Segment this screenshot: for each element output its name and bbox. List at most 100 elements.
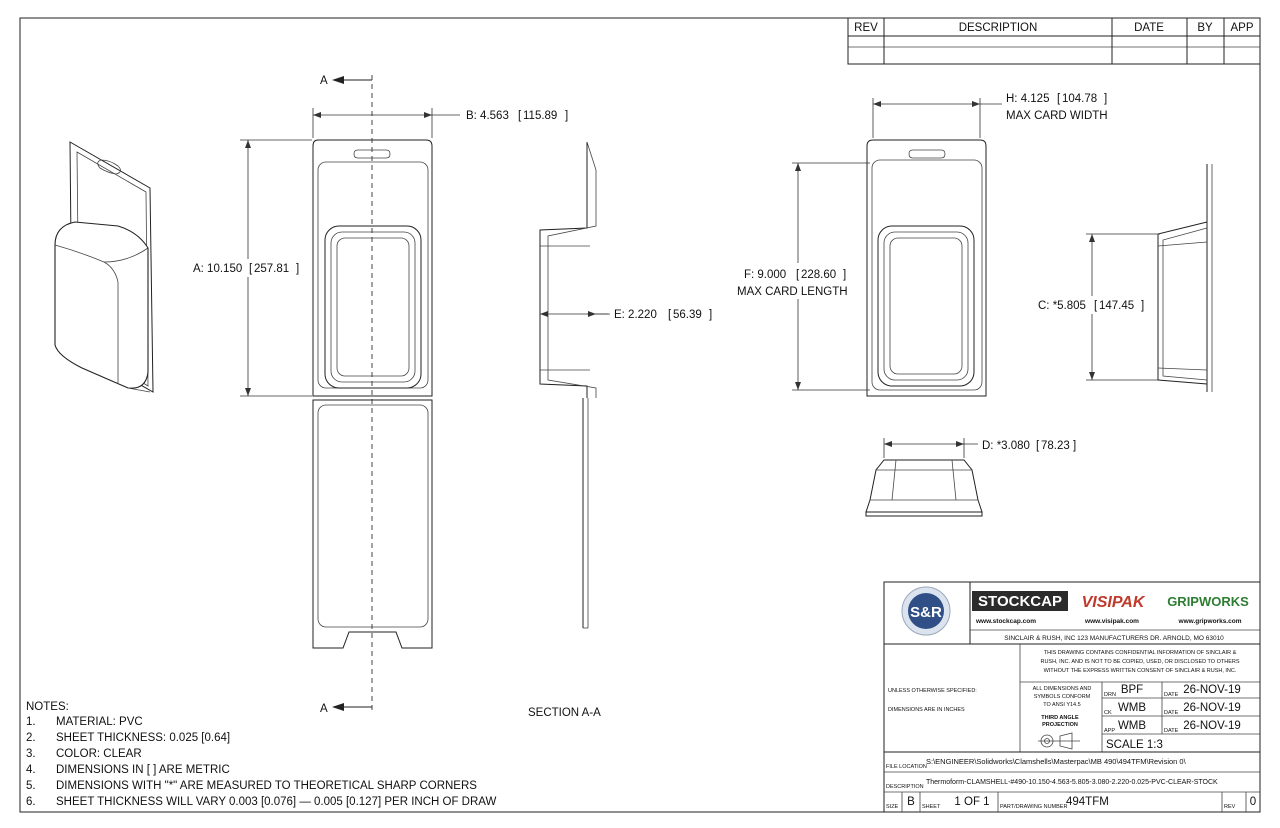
section-label: SECTION A-A <box>528 707 601 719</box>
note-text: DIMENSIONS WITH "*" ARE MEASURED TO THEO… <box>56 780 477 792</box>
side-view <box>1157 164 1213 392</box>
approved-by: WMB <box>1118 720 1146 732</box>
size: B <box>907 796 915 808</box>
dim-d-value: D: *3.080 <box>982 440 1030 452</box>
note-number: 2. <box>26 732 36 744</box>
approved-date: 26-NOV-19 <box>1183 720 1241 732</box>
svg-text:]: ] <box>843 269 846 281</box>
part-number: 494TFM <box>1066 796 1109 808</box>
drawn-date: 26-NOV-19 <box>1183 684 1241 696</box>
note-number: 5. <box>26 780 36 792</box>
note-number: 3. <box>26 748 36 760</box>
revision: 0 <box>1250 796 1256 808</box>
note-text: MATERIAL: PVC <box>56 716 143 728</box>
rev-header: REV <box>854 22 878 34</box>
date-label: DATE <box>1164 728 1179 734</box>
notes-heading: NOTES: <box>26 701 69 713</box>
note-text: SHEET THICKNESS: 0.025 [0.64] <box>56 732 230 744</box>
sheet-label: SHEET <box>922 804 941 810</box>
date-label: DATE <box>1164 692 1179 698</box>
dim-h-value: H: 4.125 <box>1006 93 1049 105</box>
front-view <box>312 139 433 649</box>
title-block: S&R STOCKCAP VISIPAK GRIPWORKS www.stock… <box>883 581 1261 813</box>
revision-block: REV DESCRIPTION DATE BY APP <box>847 17 1261 65</box>
note-text: COLOR: CLEAR <box>56 748 142 760</box>
dimension-d: D: *3.080 [ 78.23 ] <box>883 438 1076 458</box>
svg-text:]: ] <box>1073 440 1076 452</box>
confidential-line: WITHOUT THE EXPRESS WRITTEN CONSENT OF S… <box>1044 668 1237 674</box>
dimension-b: B: 4.563 [ 115.89 ] <box>312 108 568 138</box>
size-label: SIZE <box>886 804 899 810</box>
unless-specified: UNLESS OTHERWISE SPECIFIED: <box>888 688 977 694</box>
ansi-line: SYMBOLS CONFORM <box>1034 694 1091 700</box>
note-text: SHEET THICKNESS WILL VARY 0.003 [0.076] … <box>56 796 497 808</box>
card-view <box>866 139 987 397</box>
dim-c-metric: 147.45 <box>1099 300 1134 312</box>
svg-text:[: [ <box>796 269 800 281</box>
svg-text:]: ] <box>1104 93 1107 105</box>
drn-label: DRN <box>1104 692 1116 698</box>
checked-by: WMB <box>1118 702 1146 714</box>
sheet-border <box>19 17 1261 813</box>
company-line: SINCLAIR & RUSH, INC 123 MANUFACTURERS D… <box>1004 635 1224 642</box>
description-header: DESCRIPTION <box>959 22 1038 34</box>
section-marker-top: A <box>320 75 328 87</box>
file-location: S:\ENGINEER\Solidworks\Clamshells\Master… <box>926 757 1187 766</box>
note-text: DIMENSIONS IN [ ] ARE METRIC <box>56 764 230 776</box>
dim-a-metric: 257.81 <box>254 263 289 275</box>
projection-label: PROJECTION <box>1042 722 1078 728</box>
svg-text:]: ] <box>565 110 568 122</box>
confidential-line: THIS DRAWING CONTAINS CONFIDENTIAL INFOR… <box>1044 650 1237 656</box>
dim-c-value: C: *5.805 <box>1038 300 1086 312</box>
company-logo: S&R <box>901 586 951 636</box>
logo-text: S&R <box>910 604 942 621</box>
notes-block: NOTES: 1. MATERIAL: PVC 2. SHEET THICKNE… <box>26 701 497 808</box>
dims-inches: DIMENSIONS ARE IN INCHES <box>888 707 965 713</box>
app-header: APP <box>1230 22 1253 34</box>
dim-d-metric: 78.23 <box>1041 440 1070 452</box>
dim-e-value: E: 2.220 <box>614 309 657 321</box>
dim-b-metric: 115.89 <box>523 110 557 122</box>
confidential-line: RUSH, INC. AND IS NOT TO BE COPIED, USED… <box>1040 659 1239 665</box>
dim-f-caption: MAX CARD LENGTH <box>737 286 848 298</box>
dimension-a: A: 10.150 [ 257.81 ] <box>190 139 312 397</box>
svg-text:[: [ <box>1057 93 1061 105</box>
stockcap-badge <box>972 591 1068 611</box>
ck-label: CK <box>1104 710 1112 716</box>
svg-text:[: [ <box>1036 440 1040 452</box>
date-label: DATE <box>1164 710 1179 716</box>
dimension-c: C: *5.805 [ 147.45 ] <box>1036 233 1160 381</box>
note-number: 6. <box>26 796 36 808</box>
svg-text:[: [ <box>668 309 672 321</box>
dimension-h: H: 4.125 [ 104.78 ] MAX CARD WIDTH <box>872 93 1108 138</box>
brand-stockcap: STOCKCAP <box>978 593 1062 610</box>
svg-text:]: ] <box>1141 300 1144 312</box>
isometric-view <box>54 141 154 393</box>
note-number: 4. <box>26 764 36 776</box>
section-view: E: 2.220 [ 56.39 ] SECTION A-A <box>528 141 712 719</box>
checked-date: 26-NOV-19 <box>1183 702 1241 714</box>
third-angle-projection-icon <box>1038 732 1080 750</box>
drawn-by: BPF <box>1121 684 1143 696</box>
ansi-line: ALL DIMENSIONS AND <box>1033 686 1092 692</box>
section-marker-bottom: A <box>320 703 328 715</box>
url-gripworks: www.gripworks.com <box>1178 618 1242 625</box>
date-header: DATE <box>1134 22 1164 34</box>
brand-gripworks: GRIPWORKS <box>1167 594 1249 609</box>
file-location-label: FILE LOCATION <box>886 764 927 770</box>
note-number: 1. <box>26 716 36 728</box>
dimension-f: F: 9.000 [ 228.60 ] MAX CARD LENGTH <box>737 162 870 391</box>
dim-f-metric: 228.60 <box>801 269 836 281</box>
dim-h-caption: MAX CARD WIDTH <box>1006 110 1108 122</box>
dim-h-metric: 104.78 <box>1062 93 1097 105</box>
url-visipak: www.visipak.com <box>1084 618 1139 625</box>
bottom-view <box>865 459 983 517</box>
svg-text:[: [ <box>249 263 253 275</box>
by-header: BY <box>1197 22 1213 34</box>
part-number-label: PART/DRAWING NUMBER <box>1000 804 1067 810</box>
dim-f-value: F: 9.000 <box>744 269 786 281</box>
svg-text:]: ] <box>296 263 299 275</box>
description: Thermoform-CLAMSHELL-#490-10.150-4.563-5… <box>926 779 1218 786</box>
url-stockcap: www.stockcap.com <box>975 618 1036 625</box>
